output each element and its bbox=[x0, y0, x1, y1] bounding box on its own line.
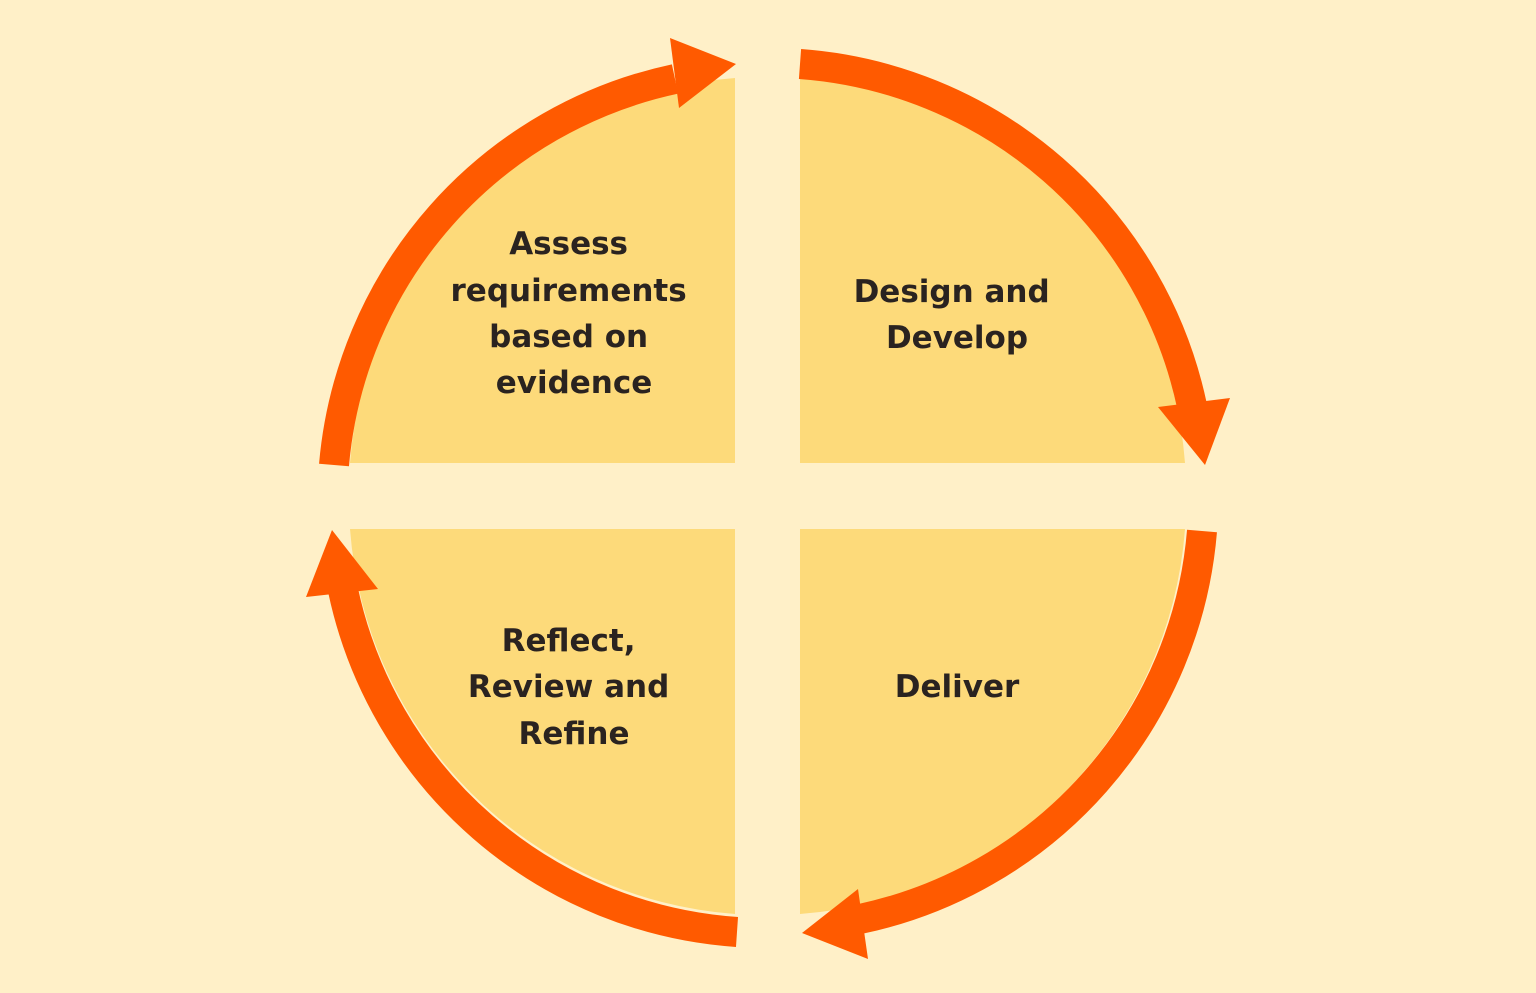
stage-label-line: Refine bbox=[519, 716, 630, 752]
stage-label-line: Reflect, bbox=[502, 623, 636, 659]
stage-label-line: requirements bbox=[451, 273, 687, 309]
quadrant-design bbox=[800, 78, 1185, 463]
stage-label-line: Develop bbox=[886, 320, 1028, 356]
stage-label-assess: Assess requirements based on evidence bbox=[451, 226, 698, 401]
stage-label-line: Review and bbox=[468, 669, 669, 705]
arrowhead-top-icon bbox=[670, 38, 736, 108]
arrow-arc-reflect-to-assess bbox=[328, 586, 739, 947]
quadrant-assess bbox=[350, 78, 735, 463]
stage-label-deliver: Deliver bbox=[895, 669, 1020, 705]
arrow-arc-assess-to-design bbox=[319, 64, 679, 467]
arrowhead-bottom-icon bbox=[802, 889, 868, 959]
arrowhead-left-icon bbox=[306, 530, 378, 597]
arrowhead-right-icon bbox=[1158, 398, 1230, 465]
stage-label-line: Design and bbox=[854, 274, 1050, 310]
stage-label-design: Design and Develop bbox=[854, 274, 1061, 356]
stage-label-line: based on bbox=[489, 319, 648, 355]
arrow-arc-deliver-to-reflect bbox=[856, 529, 1217, 934]
stage-label-reflect: Reflect, Review and Refine bbox=[468, 623, 680, 752]
arrow-arc-design-to-deliver bbox=[798, 49, 1207, 410]
stage-label-line: Deliver bbox=[895, 669, 1020, 705]
stage-label-line: Assess bbox=[509, 226, 628, 262]
quadrant-reflect bbox=[350, 529, 735, 914]
quadrant-deliver bbox=[800, 529, 1185, 914]
stage-label-line: evidence bbox=[496, 365, 653, 401]
